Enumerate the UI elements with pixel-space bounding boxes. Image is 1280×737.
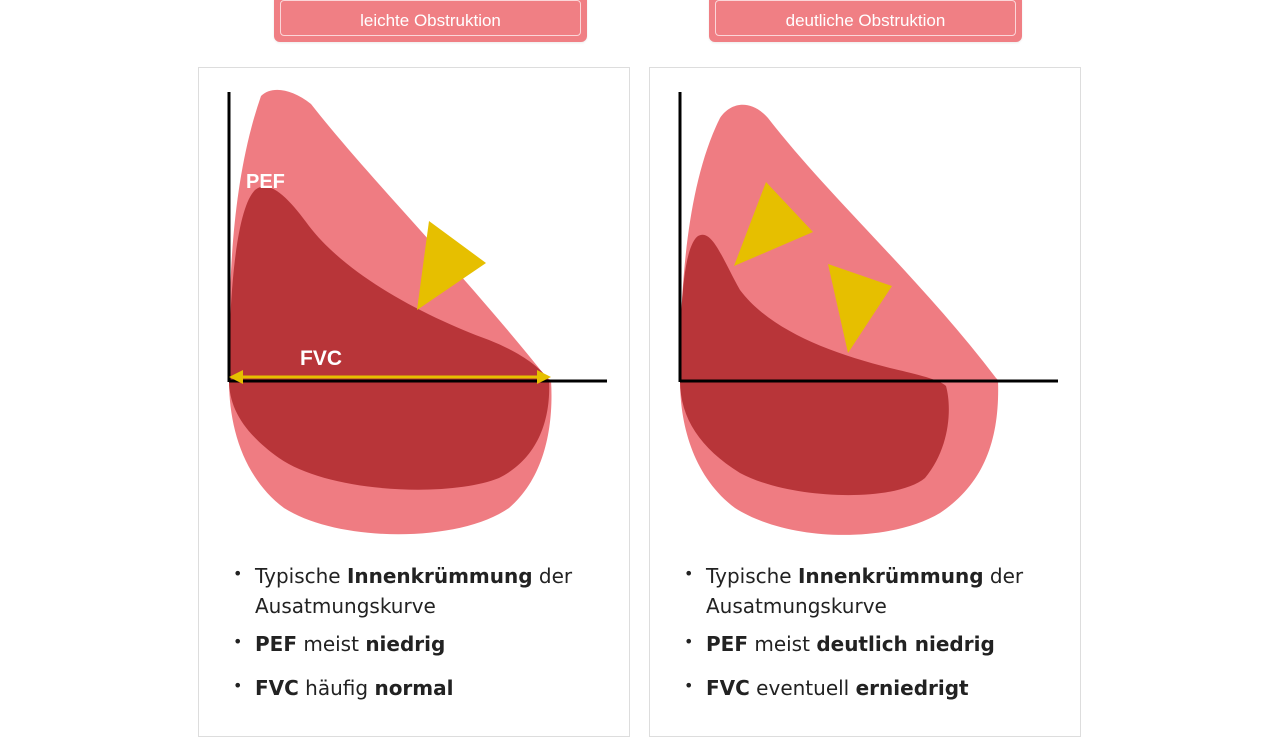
list-item: Typische Innenkrümmung der Ausatmungskur… [231,559,611,621]
header-marked-obstruction-label: deutliche Obstruktion [715,0,1016,36]
obstructed-flow-volume-loop [229,186,550,490]
header-marked-obstruction: deutliche Obstruktion [709,0,1022,42]
flow-volume-diagram-marked [678,92,1058,535]
header-mild-obstruction: leichte Obstruktion [274,0,587,42]
findings-list-marked: Typische Innenkrümmung der Ausatmungskur… [682,559,1062,703]
list-item: FVC eventuell erniedrigt [682,671,1062,703]
panel-marked-obstruction: Typische Innenkrümmung der Ausatmungskur… [649,67,1081,737]
flow-volume-diagram-mild: PEF FVC [227,89,607,535]
list-item: Typische Innenkrümmung der Ausatmungskur… [682,559,1062,621]
fvc-label: FVC [300,347,342,370]
yellow-arrow-indicator-lower [828,264,892,353]
list-item: FVC häufig normal [231,671,611,703]
list-item: PEF meist deutlich niedrig [682,627,1062,659]
yellow-arrow-indicator-upper [734,182,813,266]
panel-mild-obstruction: PEF FVC Typische Innenkrümmung der Ausat… [198,67,630,737]
fvc-arrow-right-head [537,370,551,384]
obstructed-flow-volume-loop [680,234,949,496]
findings-list-mild: Typische Innenkrümmung der Ausatmungskur… [231,559,611,703]
list-item: PEF meist niedrig [231,627,611,659]
pef-label: PEF [246,171,285,193]
yellow-arrow-indicator [417,221,486,310]
header-mild-obstruction-label: leichte Obstruktion [280,0,581,36]
fvc-arrow-left-head [229,370,243,384]
